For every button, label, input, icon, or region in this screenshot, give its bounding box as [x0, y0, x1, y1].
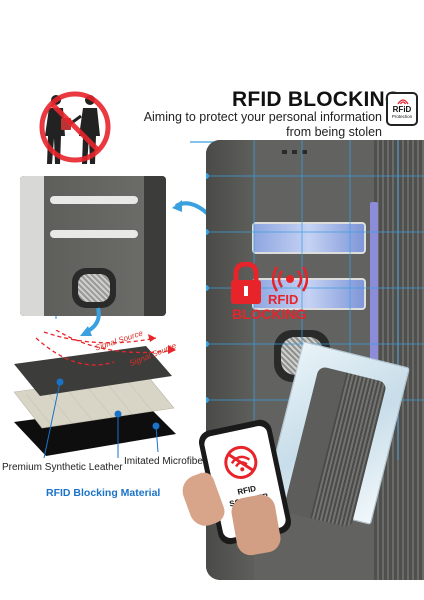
label-premium-leather: Premium Synthetic Leather: [2, 462, 123, 473]
curved-arrow-down-icon: [80, 307, 101, 336]
phone-screen: RFID SCANNER: [202, 424, 288, 540]
wallet-interior-closeup: [20, 176, 166, 316]
label-microfiber: Imitated Microfiber: [124, 456, 207, 467]
card-slot-window: [252, 222, 366, 254]
pickpocket-prohibited-icon: [39, 91, 111, 164]
curved-arrow-icon: [172, 200, 210, 216]
badge-title: RFiD: [392, 105, 412, 114]
badge-subtitle: Protection: [391, 114, 413, 119]
phone-rfid-scanner: RFID SCANNER: [196, 417, 294, 547]
magnetic-clasp: [72, 268, 116, 308]
lock-icon: [231, 262, 261, 304]
rfid-protection-badge: RFiD Protection: [386, 92, 418, 126]
material-layers-diagram: [13, 330, 177, 459]
card-slot-window: [252, 278, 366, 310]
signal-waves-icon: [397, 99, 409, 105]
no-wifi-icon: [224, 445, 258, 479]
card-slot: [50, 196, 138, 204]
signal-waves-icon: [272, 266, 308, 292]
label-rfid-material: RFID Blocking Material: [46, 487, 161, 499]
subtitle-line-2: from being stolen: [286, 125, 382, 139]
rfid-label: RFID: [268, 292, 299, 307]
blocking-label: BLOCKING: [232, 306, 307, 322]
page-title: RFID BLOCKING: [232, 88, 402, 111]
subtitle-line-1: Aiming to protect your personal informat…: [143, 110, 382, 124]
card-slot: [50, 230, 138, 238]
